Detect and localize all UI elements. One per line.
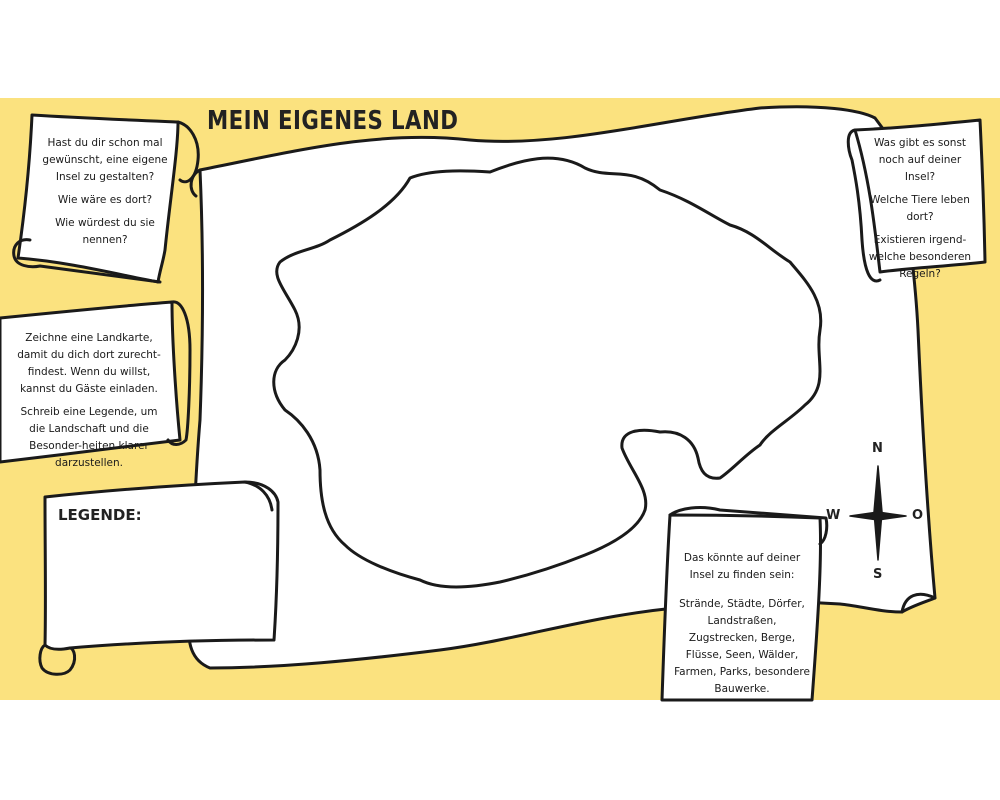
island-outline-icon — [272, 156, 823, 589]
compass-north-label: N — [872, 441, 883, 456]
map-instruction-2: Schreib eine Legende, um die Landschaft … — [20, 406, 158, 469]
page-title: MEIN EIGENES LAND — [207, 106, 459, 136]
intro-scroll — [16, 113, 180, 284]
intro-scroll-text: Hast du dir schon mal gewünscht, eine ei… — [40, 135, 170, 255]
ideas-items: Strände, Städte, Dörfer, Landstraßen, Zu… — [674, 598, 810, 695]
island-question-1: Was gibt es sonst noch auf deiner Insel? — [873, 137, 967, 183]
intro-question-1: Hast du dir schon mal gewünscht, eine ei… — [42, 137, 168, 183]
legend-box — [43, 480, 280, 651]
island-question-2: Welche Tiere leben dort? — [870, 194, 970, 223]
ideas-scroll-text: Das könnte auf deiner Insel zu finden se… — [672, 550, 812, 704]
compass-rose-icon — [849, 465, 907, 561]
compass-west-label: W — [826, 508, 841, 523]
ideas-scroll — [660, 513, 823, 702]
island-scroll-text: Was gibt es sonst noch auf deiner Insel?… — [865, 135, 975, 289]
compass-south-label: S — [873, 567, 883, 582]
intro-question-2: Wie wäre es dort? — [57, 194, 153, 206]
island-question-scroll — [853, 118, 987, 274]
intro-question-3: Wie würdest du sie nennen? — [55, 217, 155, 246]
map-scroll-text: Zeichne eine Landkarte, damit du dich do… — [14, 330, 164, 478]
map-instruction-scroll — [0, 300, 182, 464]
legend-title: LEGENDE: — [58, 506, 142, 524]
island-question-3: Existieren irgend-welche besonderen Rege… — [868, 234, 972, 280]
map-instruction-1: Zeichne eine Landkarte, damit du dich do… — [17, 332, 161, 395]
ideas-heading: Das könnte auf deiner Insel zu finden se… — [683, 552, 801, 581]
compass-east-label: O — [912, 508, 924, 523]
